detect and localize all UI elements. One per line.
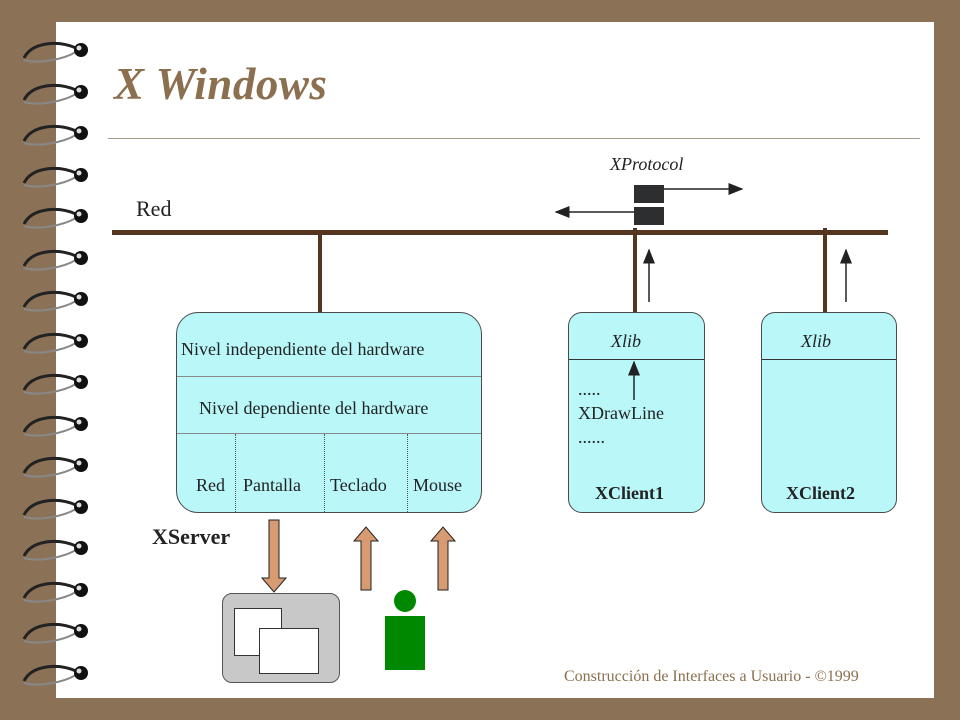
binding-ring: [22, 41, 88, 63]
slide-title: X Windows: [114, 59, 328, 109]
protocol-packet-in: [634, 207, 664, 225]
client1-code-line: .....: [578, 379, 601, 399]
xclient1-box: Xlib ..... XDrawLine ...... XClient1: [568, 312, 705, 513]
driver-mouse: Mouse: [413, 475, 462, 495]
network-line: [112, 230, 888, 235]
protocol-packet-out: [634, 185, 664, 203]
client2-name: XClient2: [786, 483, 855, 503]
client1-code-line: ......: [578, 427, 605, 447]
binding-ring: [22, 124, 88, 146]
binding-ring: [22, 581, 88, 603]
xclient2-box: Xlib XClient2: [761, 312, 897, 513]
xserver-label: XServer: [152, 524, 231, 549]
driver-teclado: Teclado: [330, 475, 387, 495]
binding-ring: [22, 83, 88, 105]
client2-xlib-label: Xlib: [801, 331, 831, 351]
driver-divider: [407, 434, 409, 512]
keyboard-arrow-up: [352, 526, 380, 591]
network-label: Red: [136, 196, 172, 221]
client2-xlib-divider: [762, 359, 896, 360]
display-monitor-icon: [222, 593, 340, 683]
title-divider: [108, 138, 920, 139]
server-network-link: [318, 233, 322, 312]
client1-code-line: XDrawLine: [578, 403, 664, 423]
binding-ring: [22, 332, 88, 354]
driver-red: Red: [196, 475, 225, 495]
window-icon: [259, 628, 319, 674]
client1-xlib-divider: [569, 359, 704, 360]
layer-independent-label: Nivel independiente del hardware: [181, 339, 425, 359]
layer-divider: [177, 376, 481, 377]
binding-ring: [22, 207, 88, 229]
binding-ring: [22, 166, 88, 188]
layer-dependent-label: Nivel dependiente del hardware: [199, 398, 429, 418]
protocol-label: XProtocol: [610, 154, 684, 174]
binding-ring: [22, 415, 88, 437]
driver-divider: [235, 434, 237, 512]
output-arrow-down: [260, 519, 288, 593]
binding-ring: [22, 249, 88, 271]
binding-ring: [22, 456, 88, 478]
client1-xlib-label: Xlib: [611, 331, 641, 351]
mouse-arrow-up: [429, 526, 457, 591]
binding-ring: [22, 664, 88, 686]
user-icon: [385, 590, 425, 670]
binding-ring: [22, 498, 88, 520]
layer-divider: [177, 433, 481, 434]
footer-text: Construcción de Interfaces a Usuario - ©…: [564, 668, 859, 685]
binding-ring: [22, 290, 88, 312]
client1-network-link: [633, 228, 637, 312]
client2-network-link: [823, 228, 827, 312]
binding-ring: [22, 539, 88, 561]
binding-ring: [22, 622, 88, 644]
client1-name: XClient1: [595, 483, 664, 503]
binding-ring: [22, 373, 88, 395]
driver-pantalla: Pantalla: [243, 475, 301, 495]
driver-divider: [324, 434, 326, 512]
xserver-box: Nivel independiente del hardware Nivel d…: [176, 312, 482, 513]
